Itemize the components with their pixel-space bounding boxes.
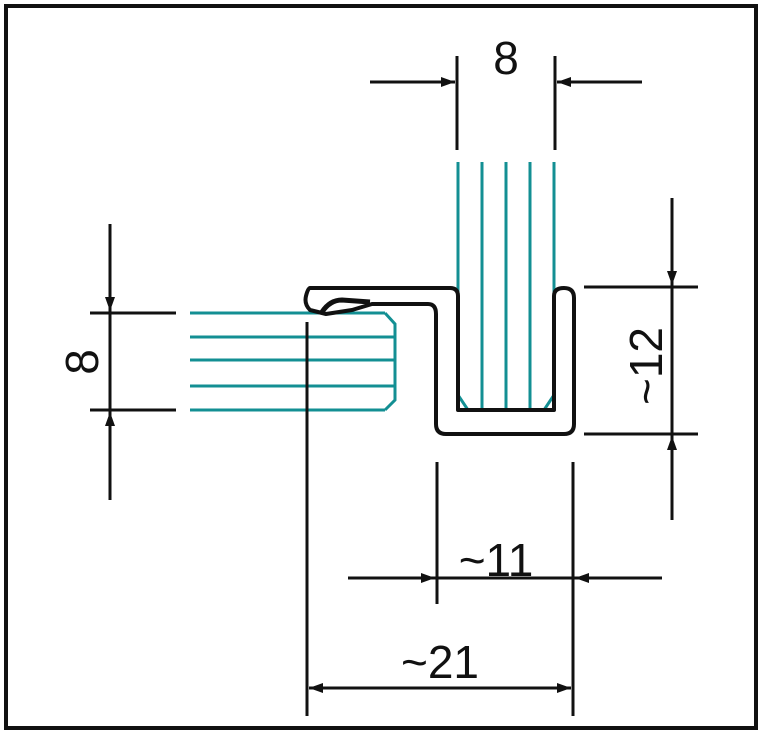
extension-lines (90, 56, 698, 716)
dim-label-top-glass: 8 (493, 32, 519, 84)
horizontal-glass-pane (190, 311, 397, 412)
seal-lip (319, 297, 371, 314)
u-profile-outline (303, 286, 576, 436)
drawing-frame (4, 4, 758, 730)
dim-label-overall-width: ~21 (401, 636, 479, 688)
dim-label-profile-height: ~12 (620, 327, 672, 405)
dim-label-left-glass: 8 (56, 349, 108, 375)
dim-label-channel-width: ~11 (459, 534, 534, 586)
